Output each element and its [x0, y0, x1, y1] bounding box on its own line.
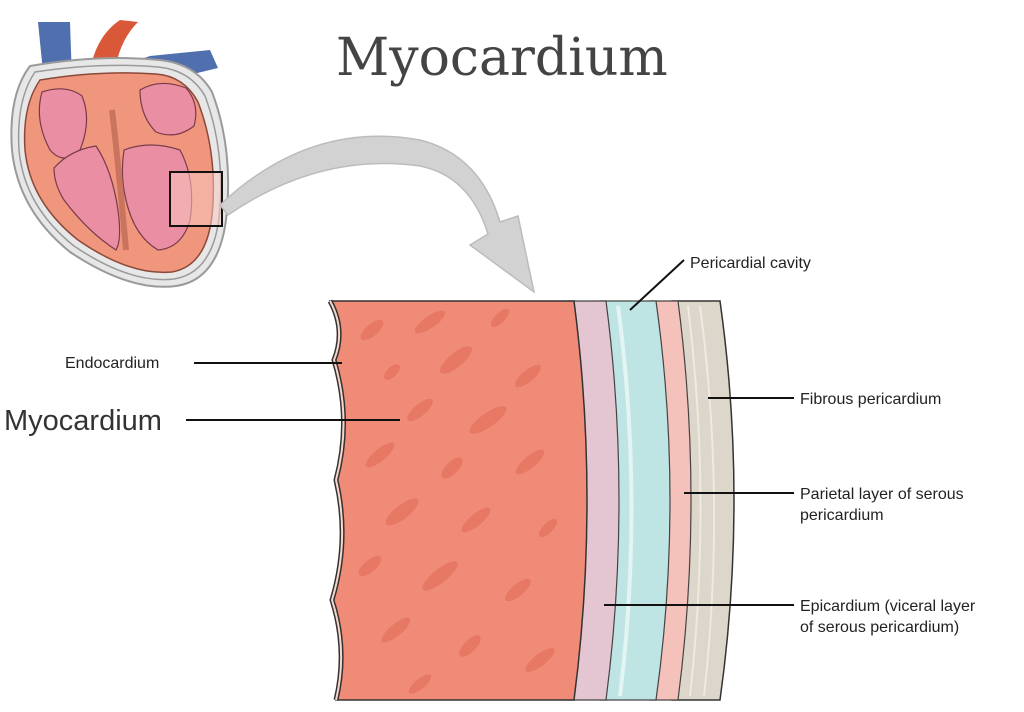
label-myocardium: Myocardium — [4, 405, 162, 437]
left-atrium — [139, 82, 197, 136]
label-parietal-line2: pericardium — [800, 507, 884, 524]
label-parietal-line1: Parietal layer of serous — [800, 486, 964, 503]
label-endocardium: Endocardium — [65, 355, 159, 372]
label-epicardium-line2: of serous pericardium) — [800, 619, 959, 636]
wall-cross-section — [327, 299, 735, 701]
right-ventricle — [53, 145, 121, 251]
label-pericardial-cavity: Pericardial cavity — [690, 255, 811, 272]
leader-lines — [186, 259, 794, 606]
label-fibrous-pericardium: Fibrous pericardium — [800, 391, 941, 408]
magnify-arrow — [218, 135, 536, 294]
pericardial-cavity-layer — [599, 300, 671, 701]
label-epicardium-line1: Epicardium (viceral layer — [800, 598, 976, 615]
page-title: Myocardium — [336, 28, 668, 88]
heart-illustration — [10, 20, 230, 288]
zoom-region-box — [169, 171, 223, 227]
